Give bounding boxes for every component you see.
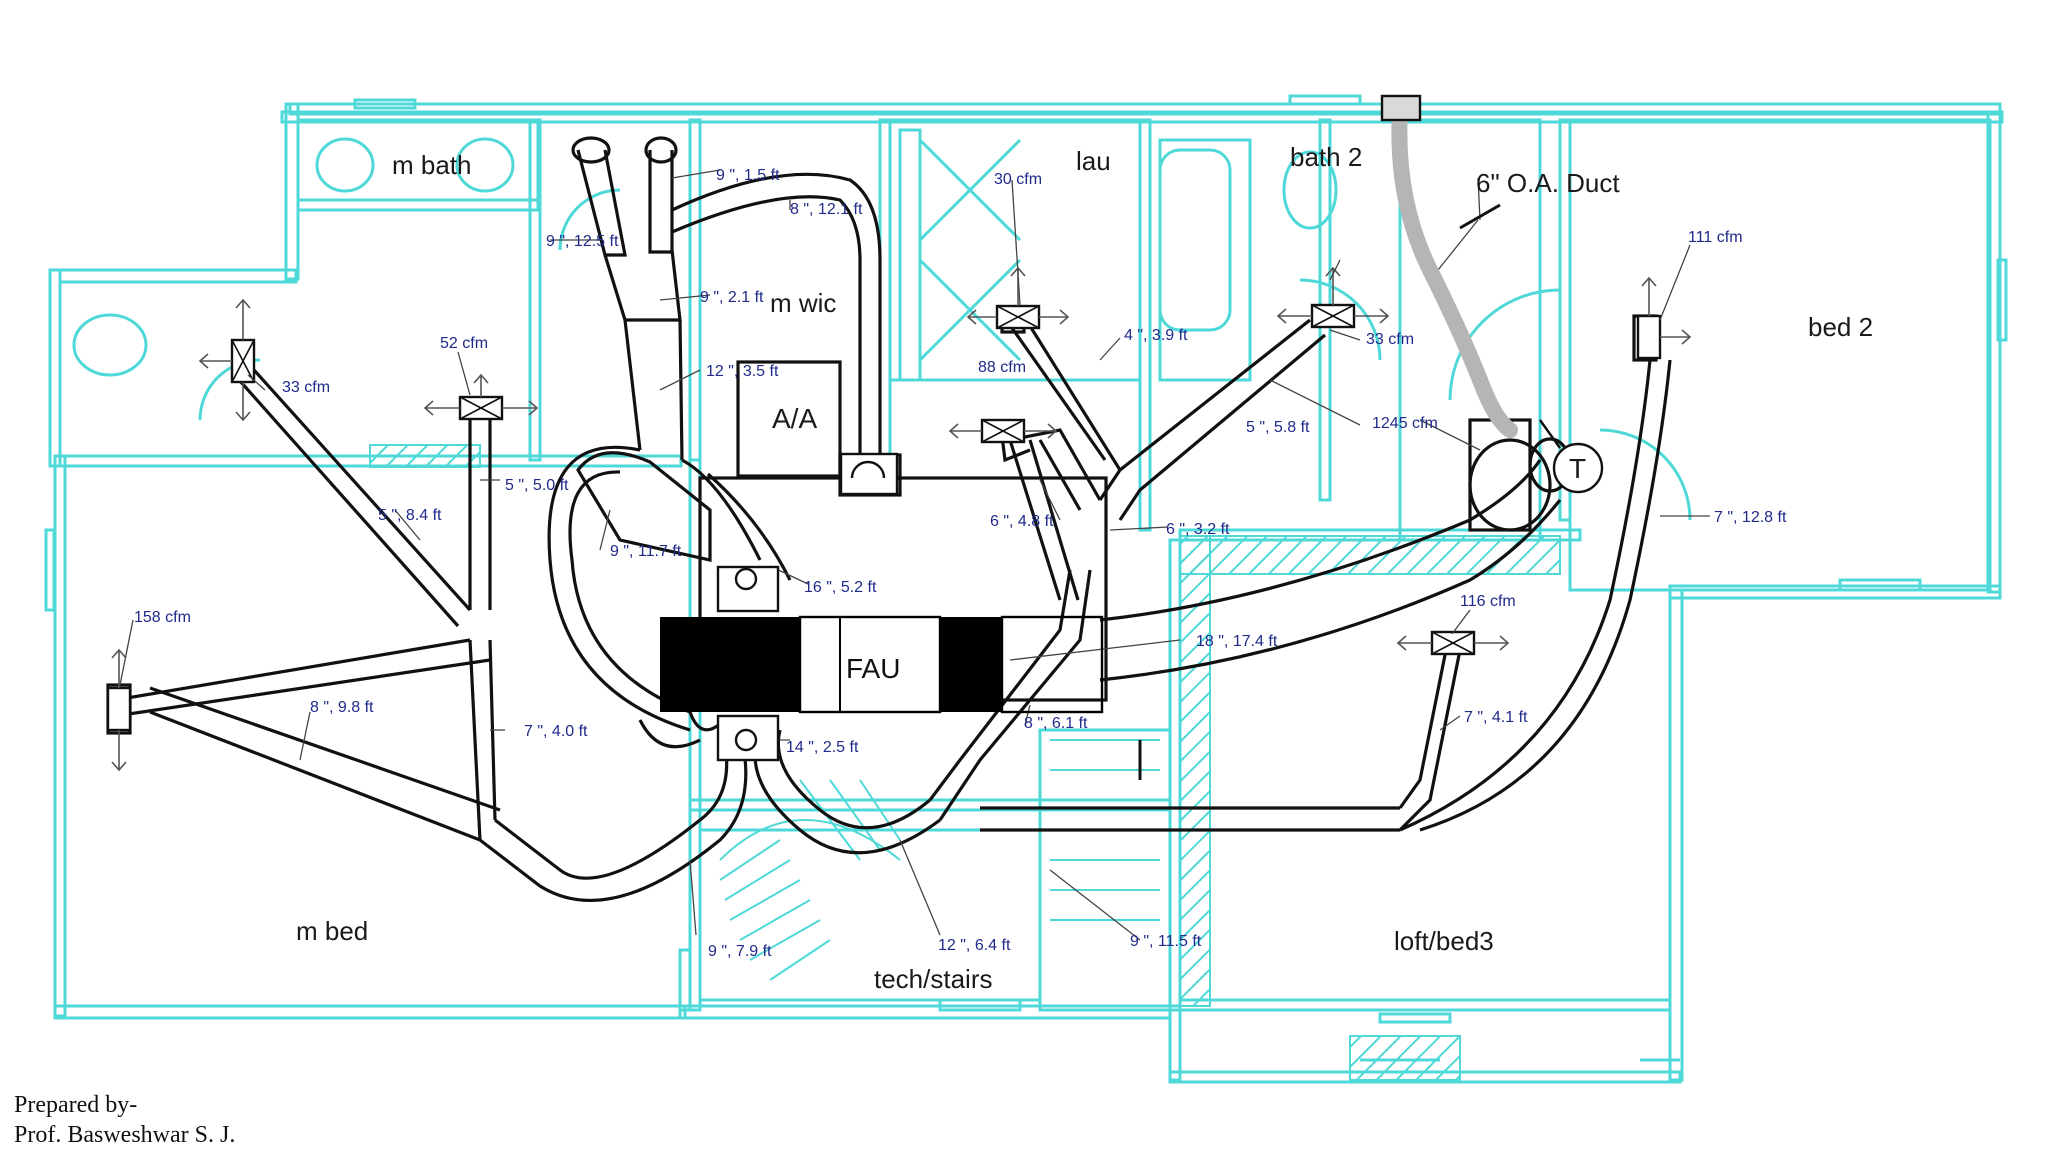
duct-dim-label: 5 ", 5.8 ft: [1246, 419, 1310, 436]
airflow-labels: 33 cfm 52 cfm 158 cfm 30 cfm 88 cfm 33 c…: [134, 171, 1743, 626]
cfm-label: 111 cfm: [1688, 229, 1743, 246]
duct-dimension-labels: 9 ", 1.5 ft 8 ", 12.1 ft 9 ", 12.5 ft 9 …: [310, 167, 1787, 960]
room-label-m-bath: m bath: [392, 150, 472, 180]
room-label-aa: A/A: [772, 403, 817, 434]
cfm-label: 30 cfm: [994, 171, 1042, 188]
duct-dim-label: 12 ", 3.5 ft: [706, 363, 779, 380]
duct-dim-label: 4 ", 3.9 ft: [1124, 327, 1188, 344]
duct-dim-label: 8 ", 6.1 ft: [1024, 715, 1088, 732]
room-label-tech-stairs: tech/stairs: [874, 964, 993, 994]
room-label-lau: lau: [1076, 146, 1111, 176]
room-labels: m bath m wic lau bath 2 bed 2 m bed tech…: [296, 142, 1873, 994]
duct-dim-label: 7 ", 12.8 ft: [1714, 509, 1787, 526]
oa-duct-leader: [1459, 203, 1501, 230]
cfm-label: 158 cfm: [134, 609, 191, 626]
duct-dim-label: 8 ", 9.8 ft: [310, 699, 374, 716]
room-label-bed-2: bed 2: [1808, 312, 1873, 342]
cfm-label: 1245 cfm: [1372, 415, 1438, 432]
duct-dim-label: 9 ", 11.5 ft: [1130, 933, 1202, 950]
duct-dim-label: 14 ", 2.5 ft: [786, 739, 859, 756]
duct-dim-label: 7 ", 4.0 ft: [524, 723, 588, 740]
cfm-label: 33 cfm: [282, 379, 330, 396]
duct-dim-label: 8 ", 12.1 ft: [790, 201, 863, 218]
room-label-bath-2: bath 2: [1290, 142, 1362, 172]
duct-dim-label: 12 ", 6.4 ft: [938, 937, 1011, 954]
oa-duct-label: 6" O.A. Duct: [1476, 168, 1620, 198]
room-label-m-bed: m bed: [296, 916, 368, 946]
duct-dim-label: 9 ", 7.9 ft: [708, 943, 772, 960]
cfm-label: 52 cfm: [440, 335, 488, 352]
duct-dim-label: 7 ", 4.1 ft: [1464, 709, 1528, 726]
room-label-m-wic: m wic: [770, 288, 836, 318]
outside-air-intake: [1380, 94, 1422, 122]
room-label-loft-bed3: loft/bed3: [1394, 926, 1494, 956]
hatched-wall-sections: [369, 444, 1561, 1081]
cfm-label: 33 cfm: [1366, 331, 1414, 348]
duct-dim-label: 5 ", 8.4 ft: [378, 507, 442, 524]
duct-dim-label: 6 ", 3.2 ft: [1166, 521, 1230, 538]
duct-dim-label: 9 ", 1.5 ft: [716, 167, 780, 184]
floor-plan-walls: [44, 94, 2008, 1084]
register-x-marks: [231, 304, 1475, 655]
duct-dim-label: 9 ", 2.1 ft: [700, 289, 764, 306]
equipment-labels: FAU T 6" O.A. Duct: [846, 168, 1620, 684]
return-grilles: [716, 452, 899, 762]
duct-dim-label: 18 ", 17.4 ft: [1196, 633, 1278, 650]
credit-line-prepared-by: Prepared by-: [14, 1092, 138, 1118]
thermostat-label: T: [1569, 453, 1586, 484]
thermostat-symbol: [1552, 442, 1604, 494]
fau-label: FAU: [846, 653, 900, 684]
duct-dim-label: 16 ", 5.2 ft: [804, 579, 877, 596]
aa-unit-box: [736, 360, 842, 478]
duct-dim-label: 5 ", 5.0 ft: [505, 477, 569, 494]
duct-dim-label: 9 ", 12.5 ft: [546, 233, 619, 250]
airflow-arrows: [111, 266, 1692, 772]
cfm-label: 116 cfm: [1460, 593, 1516, 610]
credit-block: Prepared by- Prof. Basweshwar S. J.: [14, 1090, 235, 1150]
fau-unit: [660, 615, 1104, 714]
duct-dim-label: 6 ", 4.8 ft: [990, 513, 1054, 530]
duct-dim-label: 9 ", 11.7 ft: [610, 543, 682, 560]
cfm-label: 88 cfm: [978, 359, 1026, 376]
outside-air-duct: [1391, 102, 1518, 438]
credit-line-author: Prof. Basweshwar S. J.: [14, 1122, 236, 1148]
